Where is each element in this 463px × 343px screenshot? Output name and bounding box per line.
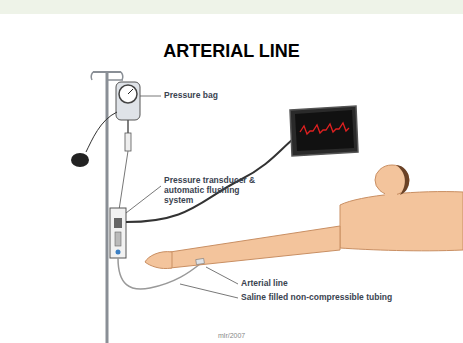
part-label: Saline filled non-compressible tubing <box>241 293 392 303</box>
part-label: Pressure transducer & automatic flushing… <box>164 176 256 205</box>
top-band <box>0 0 463 14</box>
monitor-cable <box>126 140 292 222</box>
patient <box>145 165 463 269</box>
transducer <box>110 208 126 258</box>
title: ARTERIAL LINE <box>0 41 463 62</box>
part-label: Arterial line <box>241 279 288 289</box>
monitor <box>290 106 358 156</box>
watermark: mlr/2007 <box>218 332 245 339</box>
part-label: Pressure bag <box>164 91 218 101</box>
pressure-bag <box>71 82 140 210</box>
